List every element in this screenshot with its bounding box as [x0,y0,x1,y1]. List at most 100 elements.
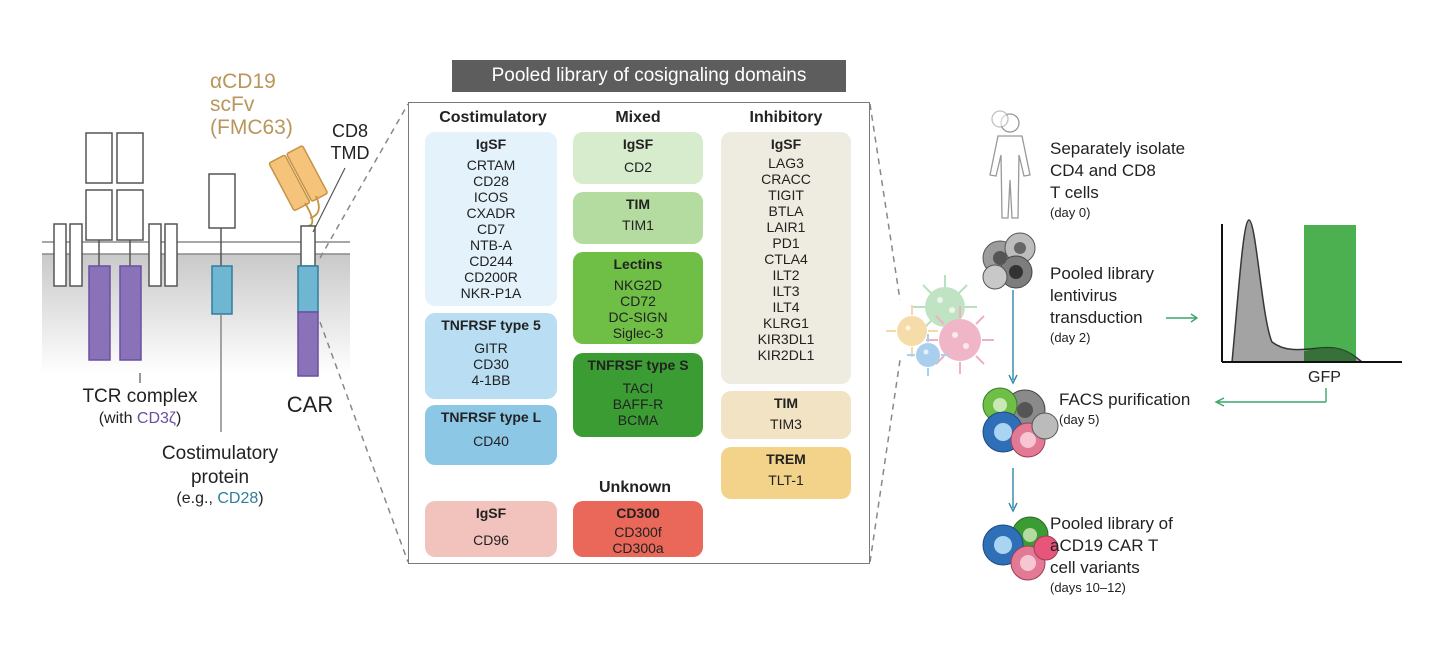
costim-title-line1: Costimulatory [161,443,279,464]
column-header-mixed: Mixed [615,109,661,126]
cells-sorted [982,387,1059,458]
library-panel: Costimulatory Mixed Inhibitory Unknown I… [408,102,870,564]
domain-item: 4-1BB [471,372,511,388]
domain-item: TIM3 [770,416,802,432]
group-costim-igsf: IgSF CRTAM CD28 ICOS CXADR CD7 NTB-A CD2… [425,132,557,306]
domain-item: ILT3 [772,283,800,299]
cells-final [982,516,1059,581]
scfv-label-line2: scFv [210,93,255,116]
domain-item: CD72 [620,293,656,309]
group-items: LAG3 CRACC TIGIT BTLA LAIR1 PD1 CTLA4 IL… [721,155,851,363]
step-line: lentivirus [1050,286,1118,305]
domain-item: BTLA [768,203,804,219]
group-header: TNFRSF type S [587,357,689,373]
virus-particles [886,275,994,376]
workflow-step-isolate: Separately isolate CD4 and CD8 T cells (… [1050,138,1185,222]
group-mixed-tnfrsfs: TNFRSF type S TACI BAFF-R BCMA [573,353,703,437]
tcr-complex [53,132,178,383]
gfp-histogram [1221,219,1402,363]
tcr-sub-accent: CD3ζ [136,410,176,427]
domain-item: CD244 [469,253,513,269]
group-header: IgSF [475,505,507,521]
group-mixed-tim: TIM TIM1 [573,192,703,244]
group-items: NKG2D CD72 DC-SIGN Siglec-3 [573,277,703,341]
domain-item: LAG3 [768,155,804,171]
group-header: TREM [766,451,806,467]
domain-item: CXADR [466,205,516,221]
domain-item: CD40 [473,433,509,449]
car-construct [268,145,346,377]
domain-item: CRACC [761,171,811,187]
tcr-complex-title: TCR complex [82,386,198,407]
tcr-sub-suffix: ) [175,410,182,427]
step-line: Pooled library of [1050,514,1173,533]
group-header: TNFRSF type 5 [441,317,541,333]
domain-item: KIR2DL1 [757,347,815,363]
group-mixed-igsf: IgSF CD2 [573,132,703,184]
costim-sub-accent: CD28 [217,490,259,507]
workflow-step-transduction: Pooled library lentivirus transduction (… [1050,263,1154,347]
tmd-label-line2: TMD [330,143,370,163]
domain-item: GITR [474,340,508,356]
domain-item: TACI [622,380,654,396]
group-costim-tnfrsf5: TNFRSF type 5 GITR CD30 4-1BB [425,313,557,399]
step-line: cell variants [1050,558,1140,577]
group-inhib-trem: TREM TLT-1 [721,447,851,499]
domain-item: CD200R [464,269,518,285]
domain-item: BCMA [617,412,659,428]
domain-item: NTB-A [470,237,512,253]
domain-item: ILT4 [772,299,800,315]
domain-item: CTLA4 [764,251,808,267]
tcr-sub-prefix: (with [98,410,137,427]
group-header: IgSF [622,136,654,152]
scfv-label: αCD19 scFv (FMC63) [210,70,320,139]
costimulatory-protein [208,173,236,432]
projection-lines-left [319,103,409,563]
domain-item: TIM1 [622,217,654,233]
group-items: CD2 [573,159,703,175]
step-line: transduction [1050,308,1143,327]
column-header-unknown: Unknown [599,479,671,496]
group-header: IgSF [475,136,507,152]
step-line: FACS purification [1059,390,1191,409]
tcr-complex-subtitle: (with CD3ζ) [60,410,220,428]
group-items: TLT-1 [721,472,851,488]
domain-item: TLT-1 [768,472,804,488]
group-costim-tnfrsfl: TNFRSF type L CD40 [425,405,557,465]
group-unknown-cd300: CD300 CD300f CD300a [573,501,703,557]
costim-sub-prefix: (e.g., [176,490,218,507]
group-items: TIM1 [573,217,703,233]
projection-lines-right [869,103,901,563]
workflow-step-facs: FACS purification (day 5) [1059,389,1190,429]
group-items: CD300f CD300a [573,524,703,556]
domain-item: PD1 [772,235,800,251]
group-header: Lectins [613,256,663,272]
group-inhib-tim: TIM TIM3 [721,391,851,439]
step-line: T cells [1050,183,1099,202]
domain-item: CRTAM [466,157,516,173]
domain-item: NKR-P1A [460,285,522,301]
step-line: Pooled library [1050,264,1154,283]
workflow-arrows [1008,290,1018,513]
group-inhib-igsf: IgSF LAG3 CRACC TIGIT BTLA LAIR1 PD1 CTL… [721,132,851,384]
domain-item: CD2 [623,159,652,175]
group-header: CD300 [616,505,660,521]
group-header: TNFRSF type L [440,409,542,425]
domain-item: DC-SIGN [608,309,668,325]
domain-item: CD30 [473,356,509,372]
group-mixed-lectins: Lectins NKG2D CD72 DC-SIGN Siglec-3 [573,252,703,344]
step-day: (days 10–12) [1050,580,1126,595]
domain-item: LAIR1 [766,219,806,235]
gfp-axis-label: GFP [1308,369,1341,386]
tmd-label-line1: CD8 [331,121,368,141]
group-header: TIM [625,196,651,212]
costim-title-line2: protein [190,467,250,488]
domain-item: CD7 [476,221,505,237]
group-items: CRTAM CD28 ICOS CXADR CD7 NTB-A CD244 CD… [425,157,557,301]
domain-item: CD300a [612,540,664,556]
group-items: CD40 [425,433,557,449]
domain-item: ILT2 [772,267,800,283]
step-day: (day 2) [1050,330,1091,345]
group-header: IgSF [770,136,802,152]
